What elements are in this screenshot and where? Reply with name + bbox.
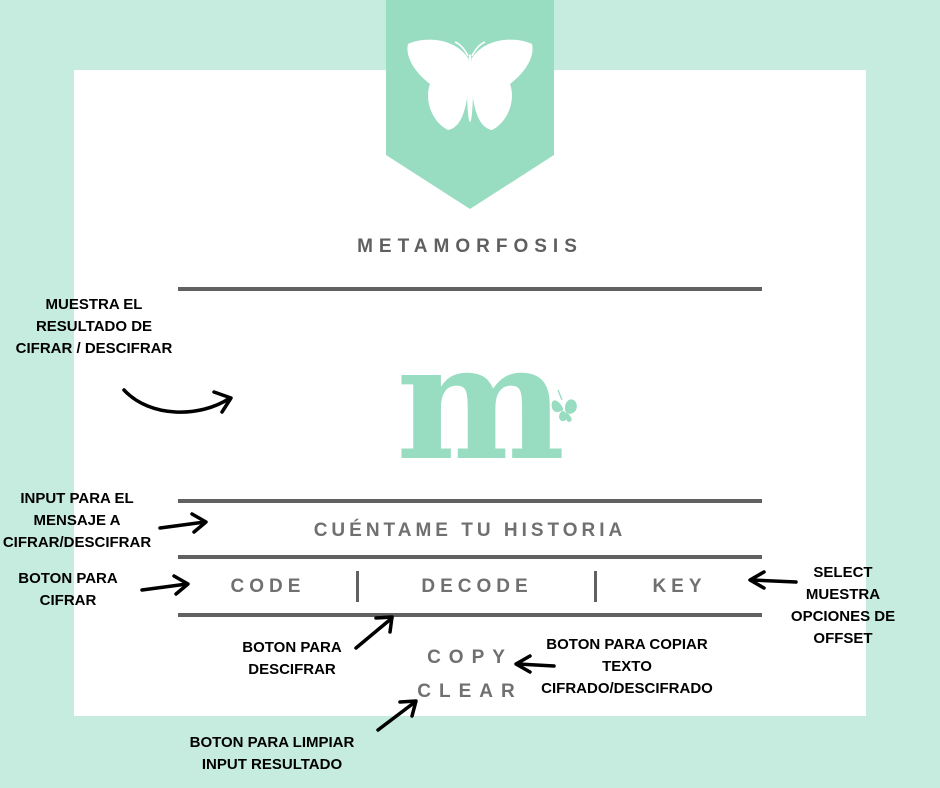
annotation-line: RESULTADO DE [35,318,153,335]
arrow-icon [374,615,394,634]
arrow-icon [140,582,189,592]
divider [178,555,762,559]
annotation-key: SELECT MUESTRA OPCIONES DE OFFSET [786,562,900,650]
arrow-icon [748,570,766,590]
annotation-line: CIFRAR [39,592,97,609]
annotation-line: MUESTRA EL [45,296,143,313]
separator [356,571,359,602]
decode-button[interactable]: DECODE [421,576,533,597]
copy-button[interactable]: COPY [427,647,513,668]
code-button[interactable]: CODE [230,576,306,597]
annotation-line: DESCIFRAR [248,661,336,678]
arrow-icon [122,388,232,414]
small-butterfly-icon [551,389,577,422]
annotation-line: BOTON PARA [18,570,118,587]
logo-letter: m [396,308,565,496]
annotation-result: MUESTRA EL RESULTADO DE CIFRAR / DESCIFR… [6,294,182,360]
annotation-line: OFFSET [813,630,873,647]
annotation-line: INPUT PARA EL [20,490,134,507]
annotation-line: TEXTO [602,658,652,675]
arrow-icon [172,574,190,596]
arrow-icon [190,512,208,534]
annotation-decode: BOTON PARA DESCIFRAR [232,637,352,681]
message-input[interactable]: CUÉNTAME TU HISTORIA [313,520,627,541]
divider [178,287,762,291]
divider [178,613,762,617]
annotation-line: MENSAJE A [33,512,121,529]
annotation-line: CIFRAR/DESCIFRAR [2,534,152,551]
clear-button[interactable]: CLEAR [417,681,523,702]
arrow-icon [376,700,417,732]
key-select[interactable]: KEY [652,576,707,597]
annotation-line: SELECT [813,564,873,581]
arrow-icon [750,578,798,584]
arrow-icon [212,390,233,414]
arrow-icon [516,662,556,668]
annotation-copy: BOTON PARA COPIAR TEXTO CIFRADO/DESCIFRA… [532,634,722,700]
annotation-line: INPUT RESULTADO [201,756,343,773]
separator [594,571,597,602]
arrow-icon [158,520,207,530]
annotation-input: INPUT PARA EL MENSAJE A CIFRAR/DESCIFRAR [0,488,154,554]
arrow-icon [354,616,394,650]
app-title: METAMORFOSIS [357,236,583,257]
annotation-code: BOTON PARA CIFRAR [4,568,132,612]
annotation-line: CIFRAR / DESCIFRAR [15,340,173,357]
arrow-icon [398,699,418,718]
annotation-line: BOTON PARA [242,639,342,656]
annotation-line: BOTON PARA LIMPIAR [189,734,355,751]
annotation-clear: BOTON PARA LIMPIAR INPUT RESULTADO [176,732,368,776]
annotation-line: CIFRADO/DESCIFRADO [541,680,713,697]
annotation-line: BOTON PARA COPIAR [546,636,708,653]
annotation-line: MUESTRA [805,586,881,603]
arrow-icon [514,654,532,674]
annotation-line: OPCIONES DE [790,608,896,625]
divider [178,499,762,503]
